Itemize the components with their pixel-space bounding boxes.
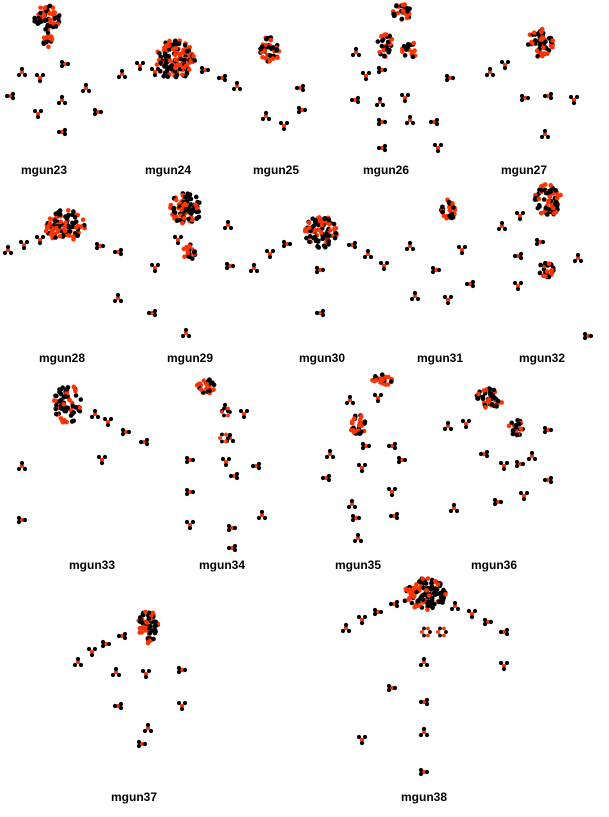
caption-mgun32: mgun32 (518, 351, 566, 365)
caption-mgun33: mgun33 (68, 558, 116, 572)
caption-mgun30: mgun30 (298, 351, 346, 365)
caption-mgun36: mgun36 (470, 558, 518, 572)
caption-mgun34: mgun34 (198, 558, 246, 572)
caption-mgun26: mgun26 (362, 163, 410, 177)
caption-mgun23: mgun23 (20, 163, 68, 177)
caption-mgun25: mgun25 (252, 163, 300, 177)
caption-mgun35: mgun35 (334, 558, 382, 572)
caption-mgun38: mgun38 (400, 790, 448, 804)
caption-mgun24: mgun24 (144, 163, 192, 177)
caption-mgun27: mgun27 (500, 163, 548, 177)
caption-mgun31: mgun31 (416, 351, 464, 365)
caption-mgun37: mgun37 (110, 790, 158, 804)
caption-mgun28: mgun28 (38, 351, 86, 365)
caption-mgun29: mgun29 (166, 351, 214, 365)
